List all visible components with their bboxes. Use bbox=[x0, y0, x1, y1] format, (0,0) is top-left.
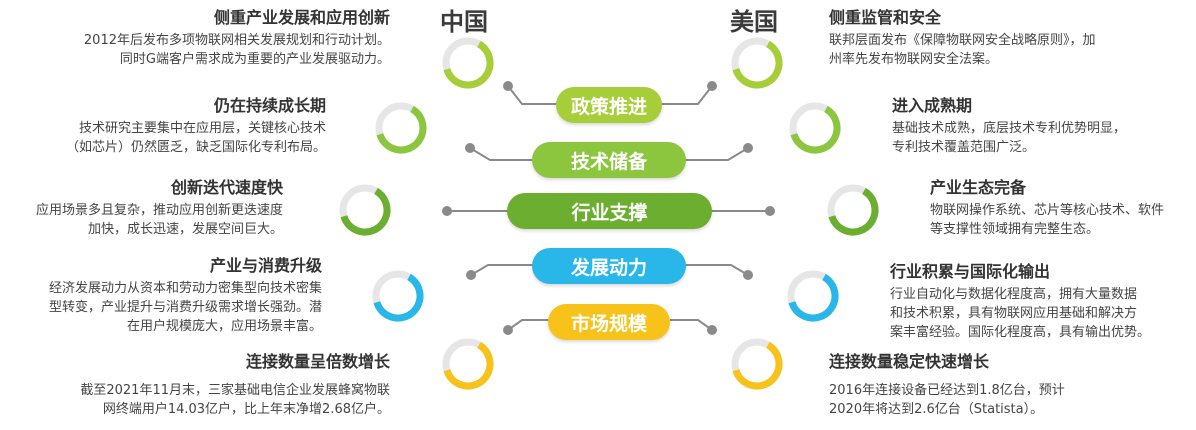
china-policy-title: 侧重产业发展和应用创新 bbox=[213, 8, 390, 27]
connector-5-right bbox=[670, 319, 713, 331]
ring-icon-right-3 bbox=[827, 184, 879, 236]
usa-policy-line-2: 州率先发布物联网安全法案。 bbox=[829, 52, 999, 67]
connector-4-left bbox=[470, 264, 535, 276]
china-tech-line-1: 技术研究主要集中在应用层，关键核心技术 bbox=[78, 121, 326, 136]
usa-market-title: 连接数量稳定快速增长 bbox=[829, 352, 990, 371]
pill-industry-support: 行业支撑 bbox=[507, 193, 712, 229]
usa-market-block: 连接数量稳定快速增长 2016年连接设备已经达到1.8亿台，预计 2020年将达… bbox=[829, 352, 1169, 419]
ring-icon-right-4 bbox=[787, 270, 839, 322]
connector-1-right bbox=[660, 85, 713, 105]
pill-policy: 政策推进 bbox=[556, 87, 662, 123]
pill-driving-force: 发展动力 bbox=[532, 248, 686, 284]
china-tech-title: 仍在持续成长期 bbox=[213, 96, 326, 115]
pill-market-scale: 市场规模 bbox=[548, 304, 670, 340]
connector-1-left bbox=[507, 85, 560, 105]
china-market-title: 连接数量呈倍数增长 bbox=[245, 352, 390, 371]
china-tech-block: 仍在持续成长期 技术研究主要集中在应用层，关键核心技术 （如芯片）仍然匮乏，缺乏… bbox=[0, 96, 326, 157]
usa-tech-line-2: 专利技术覆盖范围广泛。 bbox=[892, 140, 1036, 155]
ring-icon-left-4 bbox=[372, 270, 424, 322]
ring-icon-left-2 bbox=[375, 102, 427, 154]
connector-2-right bbox=[685, 147, 749, 161]
pill-market-scale-label: 市场规模 bbox=[570, 312, 647, 335]
usa-ecosystem-line-2: 等支撑性领域拥有完整生态。 bbox=[930, 222, 1100, 237]
ring-icon-left-1 bbox=[442, 37, 494, 89]
usa-label: 美国 bbox=[730, 8, 778, 36]
ring-icon-right-2 bbox=[789, 102, 841, 154]
ring-icon-right-5 bbox=[731, 338, 783, 390]
pill-tech-reserve: 技术储备 bbox=[532, 142, 686, 178]
china-driver-line-3: 在用户规模庞大，应用场景丰富。 bbox=[126, 319, 322, 334]
usa-market-line-1: 2016年连接设备已经达到1.8亿台，预计 bbox=[829, 383, 1065, 398]
connector-5-left bbox=[507, 319, 550, 331]
usa-policy-block: 侧重监管和安全 联邦层面发布《保障物联网安全战略原则》，加 州率先发布物联网安全… bbox=[829, 8, 1189, 69]
usa-ecosystem-line-1: 物联网操作系统、芯片等核心技术、软件 bbox=[930, 203, 1165, 218]
usa-driver-block: 行业积累与国际化输出 行业自动化与数据化程度高，拥有大量数据 和技术积累，具有物… bbox=[890, 262, 1192, 342]
china-innovation-line-2: 加快，成长迅速，发展空间巨大。 bbox=[87, 222, 283, 237]
usa-driver-title: 行业积累与国际化输出 bbox=[890, 262, 1051, 281]
china-innovation-line-1: 应用场景多且复杂，推动应用创新更迭速度 bbox=[35, 203, 283, 218]
pill-driving-force-label: 发展动力 bbox=[570, 256, 647, 279]
china-label: 中国 bbox=[440, 8, 488, 36]
usa-driver-line-2: 和技术积累，具有物联网应用基础和解决方 bbox=[890, 306, 1138, 321]
china-driver-line-2: 型转变，产业提升与消费升级需求增长强劲。潜 bbox=[48, 300, 322, 315]
ring-icon-left-3 bbox=[339, 184, 391, 236]
pill-industry-support-label: 行业支撑 bbox=[571, 201, 648, 224]
usa-tech-line-1: 基础技术成熟，底层技术专利优势明显， bbox=[892, 121, 1127, 136]
china-market-block: 连接数量呈倍数增长 截至2021年11月末，三家基础电信企业发展蜂窝物联 网终端… bbox=[0, 352, 390, 419]
china-driver-block: 产业与消费升级 经济发展动力从资本和劳动力密集型向技术密集 型转变，产业提升与消… bbox=[0, 256, 322, 336]
china-innovation-block: 创新迭代速度快 应用场景多且复杂，推动应用创新更迭速度 加快，成长迅速，发展空间… bbox=[0, 178, 283, 239]
connector-2-left bbox=[469, 147, 535, 161]
usa-driver-line-3: 案丰富经验。国际化程度高，具有输出优势。 bbox=[890, 325, 1151, 340]
china-policy-block: 侧重产业发展和应用创新 2012年后发布多项物联网相关发展规划和行动计划。 同时… bbox=[0, 8, 390, 69]
china-policy-line-2: 同时G端客户需求成为重要的产业发展驱动力。 bbox=[119, 52, 390, 67]
china-tech-line-2: （如芯片）仍然匮乏，缺乏国际化专利布局。 bbox=[65, 140, 326, 155]
pill-tech-reserve-label: 技术储备 bbox=[570, 150, 647, 173]
china-market-line-2: 网终端用户14.03亿户，比上年末净增2.68亿户。 bbox=[102, 402, 390, 417]
usa-tech-title: 进入成熟期 bbox=[892, 96, 973, 115]
china-policy-line-1: 2012年后发布多项物联网相关发展规划和行动计划。 bbox=[83, 33, 390, 48]
usa-policy-title: 侧重监管和安全 bbox=[829, 8, 942, 27]
china-driver-line-1: 经济发展动力从资本和劳动力密集型向技术密集 bbox=[48, 281, 322, 296]
china-driver-title: 产业与消费升级 bbox=[209, 256, 322, 275]
usa-ecosystem-title: 产业生态完备 bbox=[930, 178, 1027, 197]
china-market-line-1: 截至2021年11月末，三家基础电信企业发展蜂窝物联 bbox=[80, 383, 390, 398]
usa-market-line-2: 2020年将达到2.6亿台（Statista）。 bbox=[829, 402, 1044, 417]
pill-policy-label: 政策推进 bbox=[570, 95, 647, 118]
ring-icon-left-5 bbox=[442, 338, 494, 390]
usa-driver-line-1: 行业自动化与数据化程度高，拥有大量数据 bbox=[890, 287, 1138, 302]
china-innovation-title: 创新迭代速度快 bbox=[170, 178, 283, 197]
connector-4-right bbox=[685, 264, 749, 276]
usa-tech-block: 进入成熟期 基础技术成熟，底层技术专利优势明显， 专利技术覆盖范围广泛。 bbox=[892, 96, 1192, 157]
usa-ecosystem-block: 产业生态完备 物联网操作系统、芯片等核心技术、软件 等支撑性领域拥有完整生态。 bbox=[930, 178, 1192, 239]
usa-policy-line-1: 联邦层面发布《保障物联网安全战略原则》，加 bbox=[829, 33, 1096, 48]
ring-icon-right-1 bbox=[731, 37, 783, 89]
